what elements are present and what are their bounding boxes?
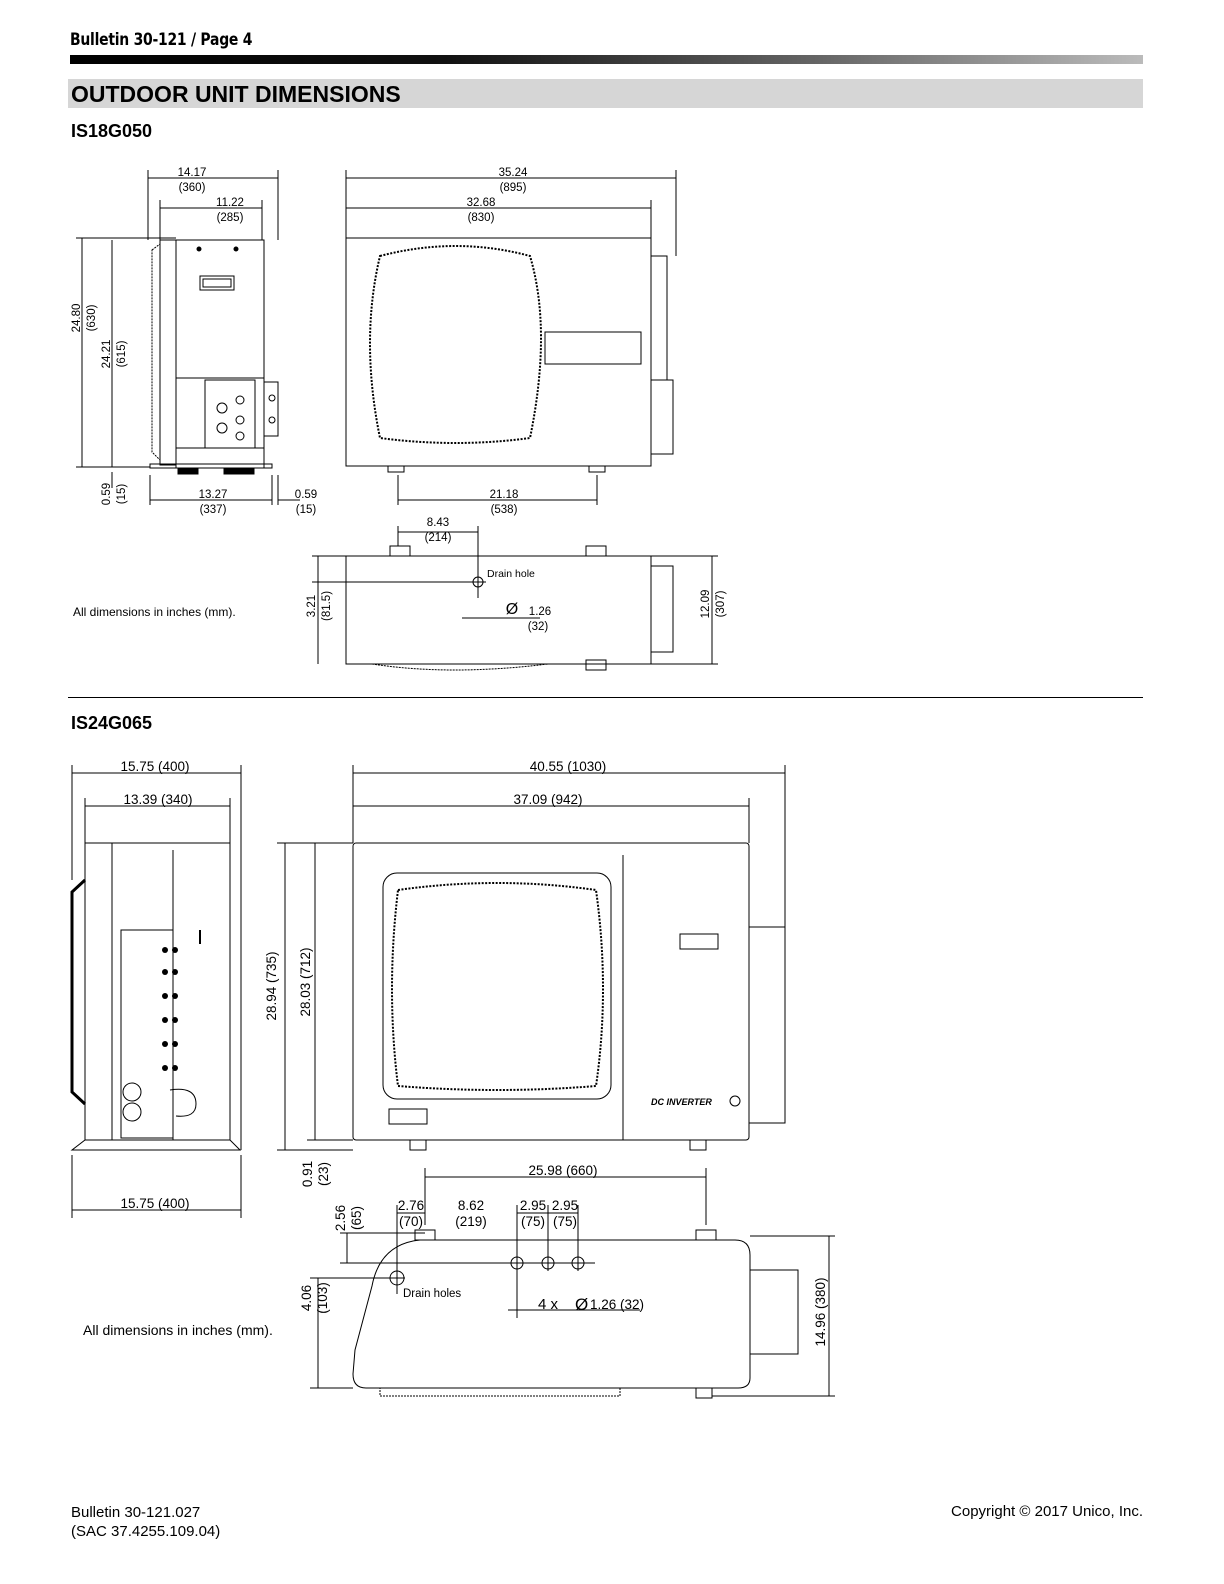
unit1-dim-side-overall: 14.17	[178, 167, 207, 179]
unit1-dim-foot: 0.59	[101, 483, 113, 505]
unit2-dim-side-overall: 15.75 (400)	[120, 759, 189, 774]
header-rule	[70, 55, 1143, 64]
unit1-dim-depth-mm: (307)	[715, 590, 727, 617]
unit2-dim-front-overall: 40.55 (1030)	[530, 759, 607, 774]
unit1-dim-foot-mm: (15)	[116, 484, 128, 505]
unit2-dim-spacing3: 2.95	[552, 1198, 578, 1213]
unit2-dim-spacing3-mm: (75)	[553, 1214, 577, 1229]
unit2-fan-panel	[382, 872, 612, 1100]
unit2-valve-upper	[122, 1082, 142, 1102]
unit2-dim-spacing2: 2.95	[520, 1198, 546, 1213]
unit1-dim-side-overall-mm: (360)	[179, 182, 206, 194]
unit2-top-cabinet	[352, 1239, 751, 1389]
footer-copyright: Copyright © 2017 Unico, Inc.	[951, 1503, 1143, 1520]
unit2-dim-drain1-x: 2.76	[398, 1198, 424, 1213]
unit2-dim-spacing2-mm: (75)	[521, 1214, 545, 1229]
unit2-dim-spacing1: 8.62	[458, 1198, 484, 1213]
unit1-dim-drain-y-mm: (81.5)	[321, 591, 333, 621]
unit1-dim-inner-height: 24.21	[101, 340, 113, 369]
unit1-dim-feet-span-mm: (538)	[491, 504, 518, 516]
unit1-dim-drain-dia-mm: (32)	[528, 621, 549, 633]
model-is18g050-title: IS18G050	[71, 121, 153, 141]
unit2-dim-drain2-y-mm: (103)	[315, 1282, 330, 1314]
unit1-dim-inner-height-mm: (615)	[116, 340, 128, 367]
unit2-dim-base: 15.75 (400)	[120, 1196, 189, 1211]
unit1-dim-base-offset-mm: (15)	[296, 504, 317, 516]
unit2-dim-inner-height: 28.03 (712)	[298, 947, 313, 1016]
footer-doc-number: Bulletin 30-121.027	[71, 1504, 201, 1521]
unit1-drain-label: Drain hole	[487, 568, 535, 580]
unit2-drain-label: Drain holes	[403, 1288, 461, 1300]
unit1-dim-side-inner: 11.22	[216, 197, 244, 209]
unit1-dim-base: 13.27	[199, 489, 228, 501]
unit2-multiplier: 4 x	[538, 1296, 559, 1313]
section-title: OUTDOOR UNIT DIMENSIONS	[71, 81, 401, 107]
unit1-dimension-note: All dimensions in inches (mm).	[73, 605, 236, 619]
section-divider	[68, 697, 1143, 698]
unit2-dim-side-inner: 13.39 (340)	[123, 792, 192, 807]
unit2-dim-feet-span: 25.98 (660)	[528, 1163, 597, 1178]
unit2-valve-lower	[122, 1102, 142, 1122]
unit2-dim-drain1-y: 2.56	[333, 1205, 348, 1231]
unit2-dim-drain1-x-mm: (70)	[399, 1214, 423, 1229]
unit1-fan-grille	[369, 245, 542, 444]
unit2-inverter-badge: DC INVERTER	[651, 1097, 712, 1107]
bulletin-header: Bulletin 30-121 / Page 4	[70, 30, 253, 50]
unit1-dim-front-inner: 32.68	[467, 197, 496, 209]
unit1-dim-side-inner-mm: (285)	[217, 212, 244, 224]
unit1-side-label-plate	[199, 275, 235, 291]
unit1-dim-drain-x: 8.43	[427, 517, 449, 529]
unit2-dim-drain2-y: 4.06	[299, 1285, 314, 1311]
unit2-dim-height: 28.94 (735)	[264, 951, 279, 1020]
unit1-dim-base-offset: 0.59	[295, 489, 317, 501]
unit1-dim-height: 24.80	[71, 304, 83, 333]
unit2-fan-grille	[391, 882, 604, 1091]
unit2-dim-foot: 0.91	[300, 1161, 315, 1187]
unit2-dimension-note: All dimensions in inches (mm).	[83, 1322, 273, 1338]
unit2-dimension-drawing: 15.75 (400) 13.39 (340) 40.55 (1030) 37.…	[70, 759, 835, 1399]
unit2-side-cabinet	[84, 842, 231, 1141]
unit2-dim-front-inner: 37.09 (942)	[513, 792, 582, 807]
unit2-dim-drain-dia: 1.26 (32)	[590, 1297, 644, 1312]
model-is24g065-title: IS24G065	[71, 713, 153, 733]
unit1-dim-height-mm: (630)	[86, 304, 98, 331]
unit1-dimension-drawing: 14.17 (360) 11.22 (285) 35.24 (895) 32.6…	[71, 167, 727, 671]
unit2-dim-depth: 14.96 (380)	[813, 1277, 828, 1346]
unit1-dim-drain-x-mm: (214)	[425, 532, 452, 544]
unit1-dim-front-inner-mm: (830)	[468, 212, 495, 224]
footer-doc-info: Bulletin 30-121.027 (SAC 37.4255.109.04)	[71, 1503, 220, 1541]
unit1-dim-drain-dia: 1.26	[529, 606, 551, 618]
unit1-dim-depth: 12.09	[700, 590, 712, 619]
unit1-side-cabinet	[175, 239, 265, 469]
unit2-dim-foot-mm: (23)	[316, 1162, 331, 1186]
unit1-dim-front-overall-mm: (895)	[500, 182, 527, 194]
footer-sac-number: (SAC 37.4255.109.04)	[71, 1523, 221, 1540]
unit1-dim-base-mm: (337)	[200, 504, 227, 516]
unit2-dim-drain1-y-mm: (65)	[349, 1206, 364, 1230]
unit2-dim-spacing1-mm: (219)	[455, 1214, 487, 1229]
unit1-dim-front-overall: 35.24	[499, 167, 528, 179]
unit2-diameter-symbol: Ø	[575, 1295, 588, 1314]
unit1-diameter-symbol: Ø	[506, 601, 518, 618]
unit1-dim-feet-span: 21.18	[490, 489, 519, 501]
unit1-front-cabinet	[345, 237, 652, 467]
unit2-label-plate	[679, 933, 719, 950]
unit1-dim-drain-y: 3.21	[306, 595, 318, 617]
section-band	[68, 79, 1143, 108]
